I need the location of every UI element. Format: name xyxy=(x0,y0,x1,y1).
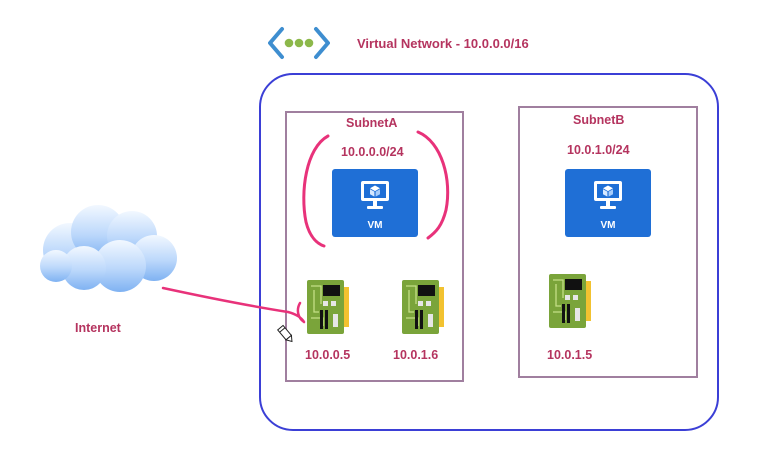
subnet-b-cidr: 10.0.1.0/24 xyxy=(567,143,630,157)
vnet-title: Virtual Network - 10.0.0.0/16 xyxy=(357,36,529,51)
nic-3-ip: 10.0.1.5 xyxy=(547,348,593,362)
nic-icon[interactable] xyxy=(400,278,446,336)
vm-b[interactable]: VM xyxy=(565,169,651,237)
nic-icon[interactable] xyxy=(547,272,593,330)
subnet-b-name: SubnetB xyxy=(573,113,625,127)
pencil-cursor-icon xyxy=(276,324,293,343)
internet-link-annotation xyxy=(161,286,306,324)
subnet-a-name: SubnetA xyxy=(346,116,398,130)
virtual-network-boundary xyxy=(259,73,719,431)
vm-a-label: VM xyxy=(367,220,383,231)
cloud-icon xyxy=(40,205,177,292)
subnet-b-box xyxy=(518,106,698,378)
vm-a[interactable]: VM xyxy=(332,169,418,237)
nic-1-ip: 10.0.0.5 xyxy=(305,348,351,362)
vm-b-label: VM xyxy=(600,220,616,231)
vm-monitor-icon xyxy=(594,181,622,209)
vm-monitor-icon xyxy=(361,181,389,209)
subnet-a-box xyxy=(285,111,464,382)
bracket-right-annotation xyxy=(416,130,450,240)
bracket-left-annotation xyxy=(302,134,330,248)
nic-2-ip: 10.0.1.6 xyxy=(393,348,439,362)
nic-icon[interactable] xyxy=(305,278,351,336)
internet-label: Internet xyxy=(75,321,121,335)
subnet-a-cidr: 10.0.0.0/24 xyxy=(341,145,404,159)
vnet-icon xyxy=(268,27,330,59)
